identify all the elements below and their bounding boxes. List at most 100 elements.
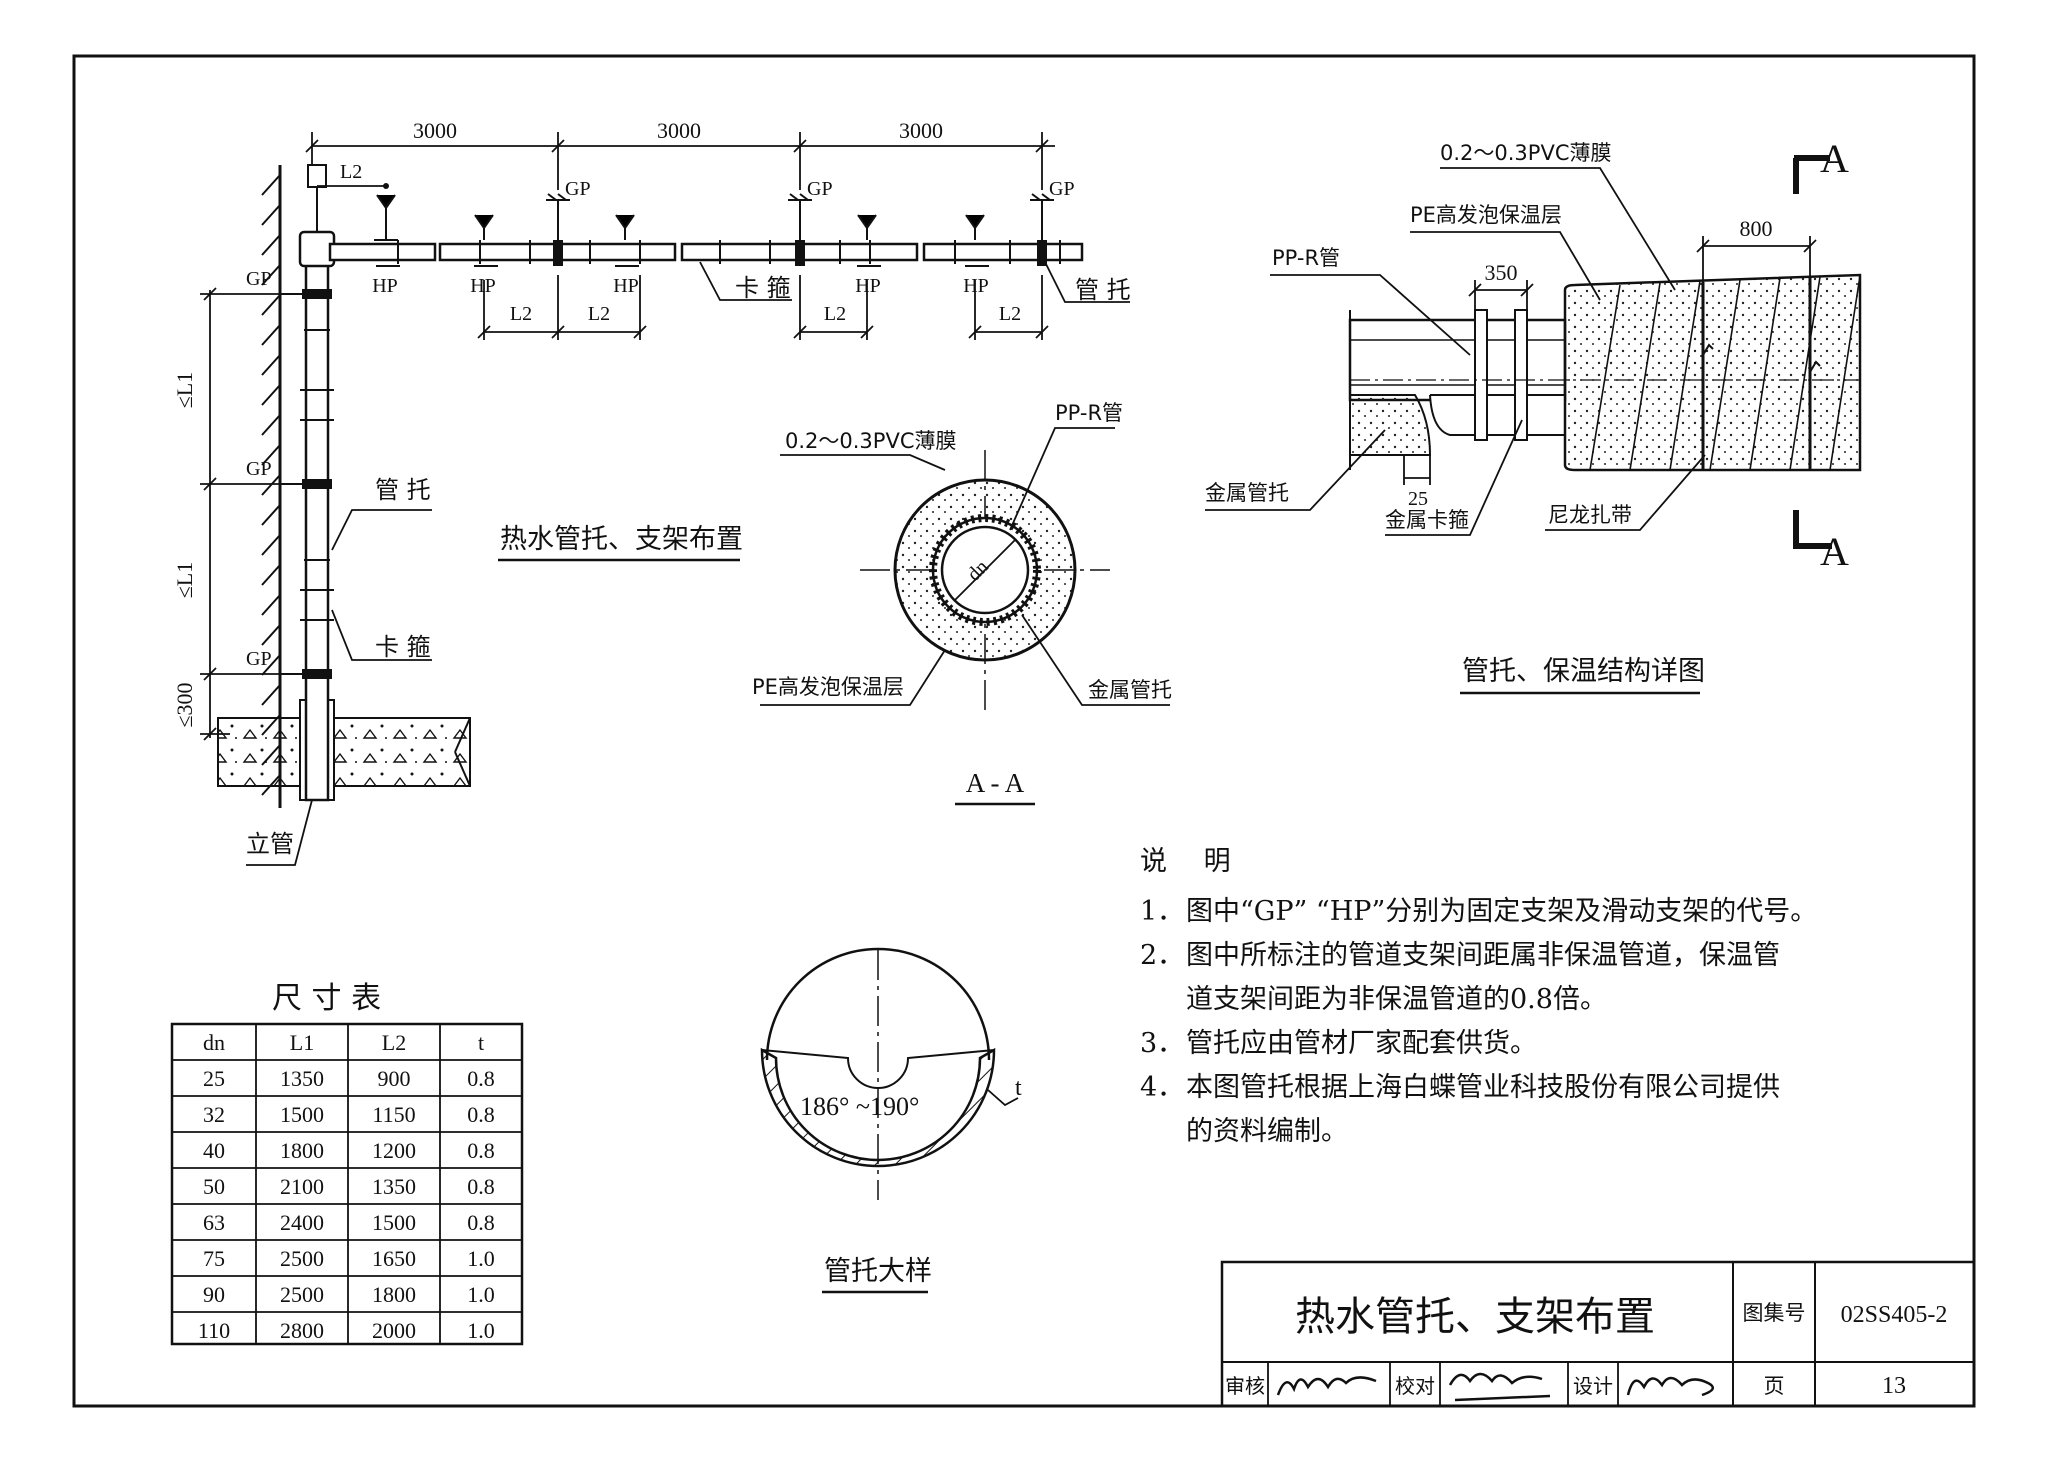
svg-text:2500: 2500 — [280, 1282, 324, 1307]
svg-text:25: 25 — [203, 1066, 225, 1091]
detail-foam-label: PE高发泡保温层 — [1410, 203, 1562, 227]
gp-h-3 — [1037, 240, 1047, 266]
svg-text:1.0: 1.0 — [467, 1246, 495, 1271]
aa-saddle-label: 金属管托 — [1088, 678, 1172, 702]
hp-label-5: HP — [963, 275, 989, 297]
saddle-detail: 186° ~190° t 管托大样 — [760, 947, 1022, 1294]
note-num: 4． — [1140, 1072, 1185, 1103]
gp-h-1 — [553, 240, 563, 266]
svg-text:1350: 1350 — [280, 1066, 324, 1091]
svg-text:1150: 1150 — [372, 1102, 415, 1127]
detail-title: 管托、保温结构详图 — [1462, 656, 1705, 687]
dim-3000-1: 3000 — [413, 118, 457, 143]
floor-slab — [217, 717, 471, 787]
svg-text:1.0: 1.0 — [467, 1318, 495, 1343]
detail-saddle-label: 金属管托 — [1205, 481, 1289, 505]
svg-text:63: 63 — [203, 1210, 225, 1235]
l2-c: L2 — [824, 303, 846, 325]
l2-b: L2 — [588, 303, 610, 325]
dim-25: 25 — [1408, 488, 1428, 510]
hp-label-3: HP — [613, 275, 639, 297]
dim-300: ≤300 — [172, 682, 197, 727]
note-item: 4． 本图管托根据上海白蝶管业科技股份有限公司提供的资料编制。 — [1140, 1066, 2000, 1154]
tb-design: 设计 — [1573, 1374, 1613, 1398]
saddle-label-v: 管 托 — [375, 476, 431, 504]
svg-text:1500: 1500 — [280, 1102, 324, 1127]
dim-3000-3: 3000 — [899, 118, 943, 143]
section-mark-bottom: A — [1820, 529, 1849, 574]
note-text: 图中“GP” “HP”分别为固定支架及滑动支架的代号。 — [1186, 896, 1818, 927]
gp-label-1: GP — [246, 268, 272, 290]
svg-text:1350: 1350 — [372, 1174, 416, 1199]
svg-text:2100: 2100 — [280, 1174, 324, 1199]
note-num: 2． — [1140, 940, 1185, 971]
horizontal-pipes — [328, 242, 1084, 262]
tb-page-no: 13 — [1882, 1373, 1906, 1399]
detail-pipe-label: PP-R管 — [1272, 246, 1340, 270]
dim-l1-a: ≤L1 — [172, 372, 197, 409]
tb-title: 热水管托、支架布置 — [1295, 1294, 1655, 1340]
gp-h-label-2: GP — [807, 178, 833, 200]
insulation-wrap — [1563, 273, 1862, 472]
note-text: 本图管托根据上海白蝶管业科技股份有限公司提供的资料编制。 — [1186, 1072, 1780, 1147]
svg-text:2000: 2000 — [372, 1318, 416, 1343]
svg-text:110: 110 — [198, 1318, 230, 1343]
riser-pipe — [304, 263, 330, 802]
dim-350: 350 — [1485, 260, 1518, 285]
note-text: 图中所标注的管道支架间距属非保温管道，保温管道支架间距为非保温管道的0.8倍。 — [1186, 940, 1780, 1015]
signature-check — [1448, 1372, 1551, 1402]
th-dn: dn — [203, 1030, 225, 1055]
svg-text:0.8: 0.8 — [467, 1102, 495, 1127]
detail-clamp-label: 金属卡箍 — [1385, 508, 1469, 532]
saddle-title: 管托大样 — [824, 1256, 932, 1287]
size-table-title: 尺 寸 表 — [272, 981, 381, 1016]
saddle-t: t — [1015, 1075, 1022, 1101]
svg-text:2800: 2800 — [280, 1318, 324, 1343]
note-item: 2． 图中所标注的管道支架间距属非保温管道，保温管道支架间距为非保温管道的0.8… — [1140, 934, 2000, 1022]
hp-label-4: HP — [855, 275, 881, 297]
svg-text:75: 75 — [203, 1246, 225, 1271]
layout-title: 热水管托、支架布置 — [500, 524, 743, 555]
l2-d: L2 — [999, 303, 1021, 325]
note-num: 3． — [1140, 1028, 1185, 1059]
note-item: 3． 管托应由管材厂家配套供货。 — [1140, 1022, 2000, 1066]
riser-label: 立管 — [246, 830, 294, 858]
insulation-detail: 350 800 25 PP-R管 PE高发泡保温层 0.2～0.3PVC薄膜 金… — [1205, 136, 1862, 695]
svg-text:1200: 1200 — [372, 1138, 416, 1163]
svg-text:32: 32 — [203, 1102, 225, 1127]
tb-atlas-no: 02SS405-2 — [1841, 1302, 1948, 1328]
aa-foam-label: PE高发泡保温层 — [752, 675, 904, 699]
signature-review — [1276, 1376, 1377, 1396]
gp-h-2 — [795, 240, 805, 266]
svg-text:2400: 2400 — [280, 1210, 324, 1235]
gp-label-3: GP — [246, 648, 272, 670]
aa-film-label: 0.2～0.3PVC薄膜 — [785, 429, 957, 453]
th-t: t — [478, 1030, 484, 1055]
note-text: 管托应由管材厂家配套供货。 — [1186, 1028, 1537, 1059]
gp-riser-1 — [302, 289, 332, 299]
tb-review: 审核 — [1225, 1374, 1265, 1398]
svg-text:1800: 1800 — [280, 1138, 324, 1163]
signature-design — [1626, 1376, 1715, 1397]
svg-text:0.8: 0.8 — [467, 1210, 495, 1235]
l2-a: L2 — [510, 303, 532, 325]
svg-text:1.0: 1.0 — [467, 1282, 495, 1307]
notes-block: 说 明 1． 图中“GP” “HP”分别为固定支架及滑动支架的代号。 2． 图中… — [1140, 840, 2000, 1154]
gp-label-2: GP — [246, 458, 272, 480]
svg-text:90: 90 — [203, 1282, 225, 1307]
svg-text:1800: 1800 — [372, 1282, 416, 1307]
svg-text:40: 40 — [203, 1138, 225, 1163]
tb-atlas-label: 图集号 — [1743, 1301, 1806, 1325]
svg-text:2500: 2500 — [280, 1246, 324, 1271]
section-mark-top: A — [1820, 136, 1849, 181]
svg-text:0.8: 0.8 — [467, 1066, 495, 1091]
section-aa: dn 0.2～0.3PVC薄膜 PP-R管 PE高发泡保温层 金属管托 A - … — [752, 401, 1172, 806]
saddle-angle: 186° ~190° — [800, 1092, 919, 1121]
hp-hangers — [374, 194, 989, 267]
dim-800: 800 — [1740, 216, 1773, 241]
gp-h-label-3: GP — [1049, 178, 1075, 200]
hp-label-1: HP — [372, 275, 398, 297]
clamp-label-h: 卡 箍 — [735, 274, 791, 302]
